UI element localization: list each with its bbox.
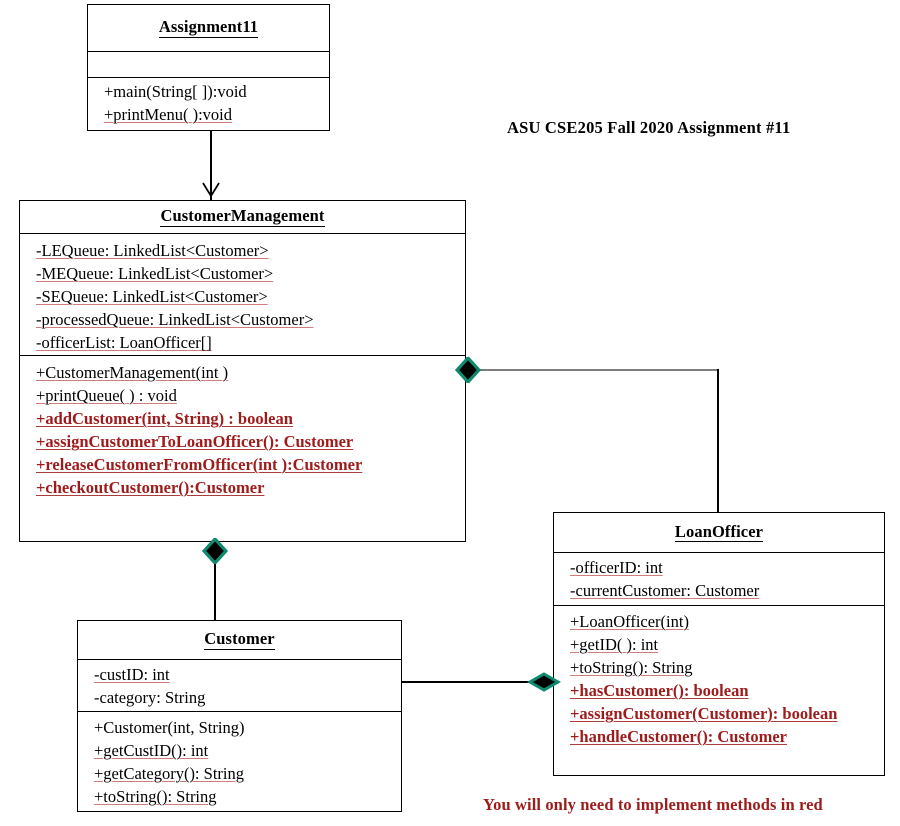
attribute-row: -MEQueue: LinkedList<Customer> [36,264,274,283]
connector-customermanagement-loanofficer-vertical [717,369,719,513]
method-row: +assignCustomer(Customer): boolean [570,704,838,723]
connector-customer-loanofficer [402,681,554,683]
attribute-row: -SEQueue: LinkedList<Customer> [36,287,268,306]
attribute-row: -officerID: int [570,558,663,577]
legend-note: You will only need to implement methods … [483,795,823,814]
attribute-row: -category: String [94,688,206,707]
method-row: +getCustID(): int [94,741,209,760]
class-box-assignment11[interactable]: Assignment11 +main(String[ ]):void +prin… [87,4,330,131]
method-row: +getCategory(): String [94,764,244,783]
attribute-row: -custID: int [94,665,170,684]
methods-compartment-customer: +Customer(int, String) +getCustID(): int… [78,712,401,811]
attribute-row: -LEQueue: LinkedList<Customer> [36,241,269,260]
attribute-row: -currentCustomer: Customer [570,581,760,600]
page-title: ASU CSE205 Fall 2020 Assignment #11 [507,118,791,137]
attributes-compartment-loan-officer: -officerID: int -currentCustomer: Custom… [554,553,884,606]
method-row: +printMenu( ):void [104,105,232,124]
method-row: +hasCustomer(): boolean [570,681,749,700]
composition-diamond-icon [455,357,481,383]
methods-compartment-loan-officer: +LoanOfficer(int) +getID( ): int +toStri… [554,606,884,775]
connector-customermanagement-loanofficer-horizontal [466,369,719,372]
method-row: +checkoutCustomer():Customer [36,478,265,497]
method-row: +assignCustomerToLoanOfficer(): Customer [36,432,354,451]
method-row: +CustomerManagement(int ) [36,363,229,382]
open-arrowhead-icon [202,182,220,198]
composition-diamond-icon [527,672,561,692]
method-row: +Customer(int, String) [94,718,245,737]
class-name-customer-management: CustomerManagement [20,201,465,234]
method-row: +toString(): String [570,658,693,677]
class-name-customer: Customer [78,621,401,660]
method-row: +LoanOfficer(int) [570,612,689,631]
attributes-compartment-customer: -custID: int -category: String [78,660,401,712]
method-row: +addCustomer(int, String) : boolean [36,409,293,428]
attribute-row: -officerList: LoanOfficer[] [36,333,212,352]
class-box-loan-officer[interactable]: LoanOfficer -officerID: int -currentCust… [553,512,885,776]
methods-compartment-customer-management: +CustomerManagement(int ) +printQueue( )… [20,356,465,541]
methods-compartment-assignment11: +main(String[ ]):void +printMenu( ):void [88,78,329,130]
method-row: +getID( ): int [570,635,659,654]
method-row: +handleCustomer(): Customer [570,727,787,746]
attribute-row: -processedQueue: LinkedList<Customer> [36,310,314,329]
connector-assignment11-customermanagement [210,131,212,201]
method-row: +main(String[ ]):void [104,82,247,101]
method-row: +toString(): String [94,787,217,806]
composition-diamond-icon [202,538,228,564]
connector-customermanagement-customer [214,550,216,621]
class-box-customer-management[interactable]: CustomerManagement -LEQueue: LinkedList<… [19,200,466,542]
attributes-compartment-assignment11 [88,52,329,78]
class-name-loan-officer: LoanOfficer [554,513,884,553]
method-row: +releaseCustomerFromOfficer(int ):Custom… [36,455,363,474]
method-row: +printQueue( ) : void [36,386,177,405]
attributes-compartment-customer-management: -LEQueue: LinkedList<Customer> -MEQueue:… [20,234,465,356]
class-name-assignment11: Assignment11 [88,5,329,52]
class-box-customer[interactable]: Customer -custID: int -category: String … [77,620,402,812]
